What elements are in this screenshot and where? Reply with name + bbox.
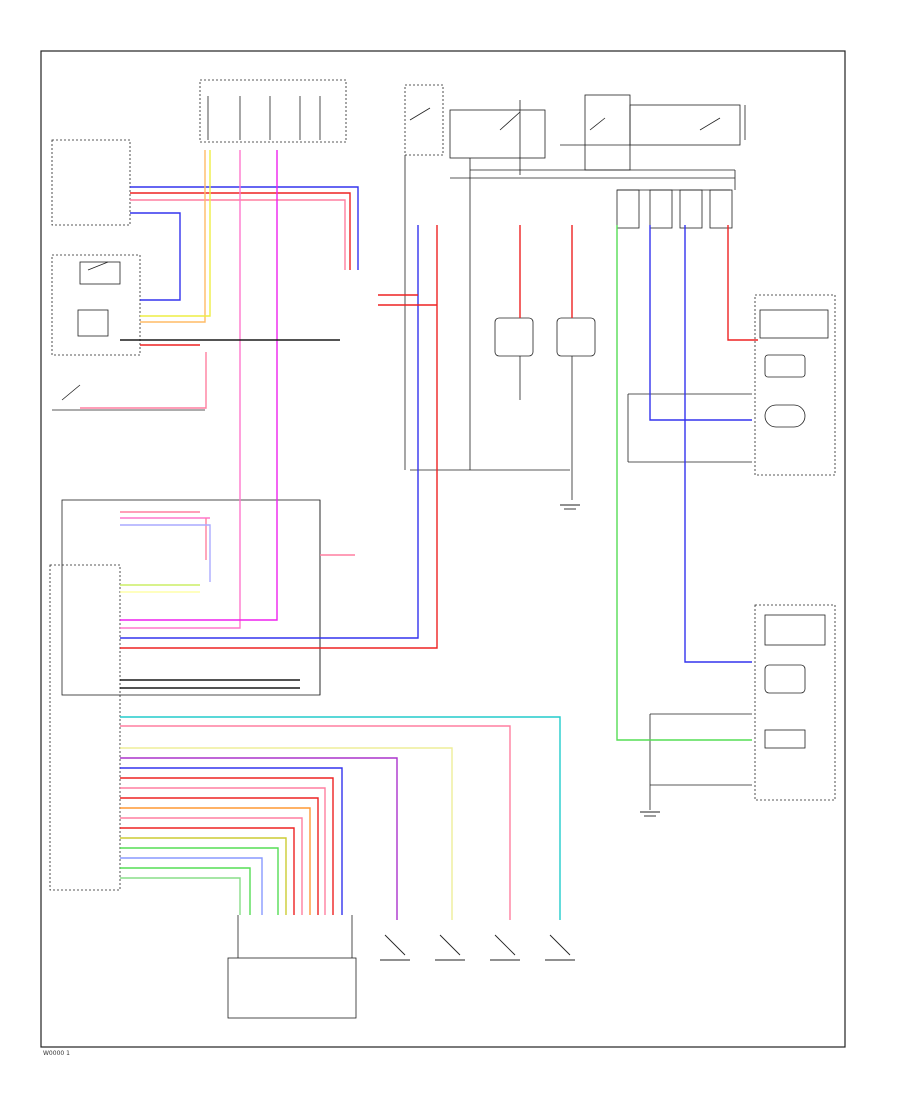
lower-connector-block <box>227 915 357 1019</box>
door-switches <box>380 934 575 961</box>
diagram-frame <box>40 50 846 1048</box>
left-mid-module <box>49 499 321 891</box>
wire-bundle-right <box>616 225 758 741</box>
center-lamp-wires <box>519 225 573 318</box>
left-upper-module <box>51 139 205 411</box>
right-lower-control-unit <box>649 604 836 810</box>
center-lamps <box>494 317 596 500</box>
wire-bundle-center <box>120 225 438 689</box>
wire-bundle-lower <box>120 716 561 920</box>
ground-symbols <box>560 504 660 817</box>
fuse-relay-block <box>199 79 746 471</box>
wire-bundle-upper-left <box>80 150 359 629</box>
right-upper-control-unit <box>627 294 836 476</box>
footer-code: W0000 1 <box>43 1050 70 1057</box>
